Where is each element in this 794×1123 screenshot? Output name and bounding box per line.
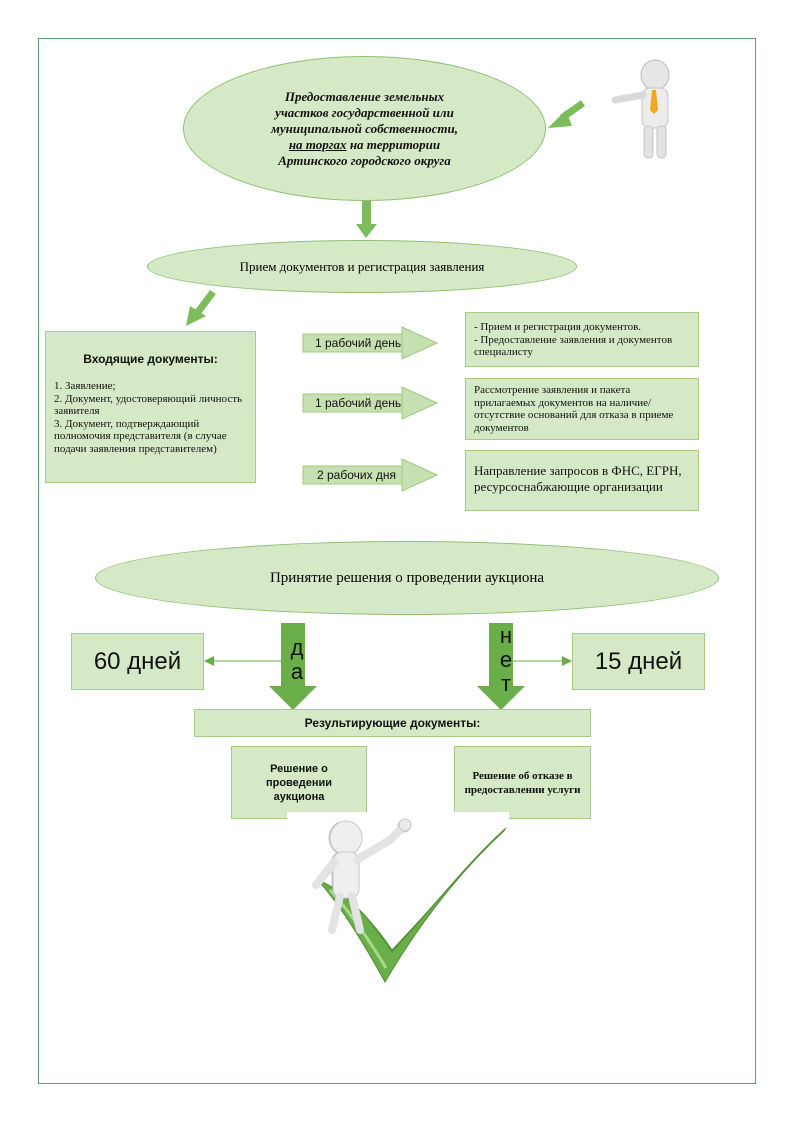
- timeline-desc-1: - Прием и регистрация документов. - Пред…: [465, 312, 699, 367]
- timeline-desc-3: Направление запросов в ФНС, ЕГРН, ресурс…: [465, 450, 699, 511]
- timeline-arrow-1: [302, 326, 439, 360]
- title-text: Предоставление земельных участков госуда…: [271, 89, 458, 169]
- yes-letter-2: а: [290, 659, 304, 684]
- timeline-arrow-3: [302, 458, 439, 492]
- timeline-label-3: 2 рабочих дня: [317, 468, 397, 482]
- no-letter-1: н: [499, 623, 513, 648]
- down-left-arrow: [186, 289, 216, 326]
- result-heading-text: Результирующие документы:: [304, 716, 481, 730]
- presenter-figure-icon: [611, 59, 670, 159]
- title-line-2: участков государственной или: [275, 104, 454, 120]
- yes-label: д а: [287, 636, 307, 684]
- incoming-item-1: 1. Заявление;: [54, 380, 116, 392]
- title-line-5: Артинского городского округа: [278, 152, 451, 168]
- incoming-item-3: 3. Документ, подтверждающий полномочия п…: [54, 417, 227, 455]
- days-no-text: 15 дней: [594, 647, 683, 675]
- no-side-arrow: [513, 656, 572, 666]
- decision-ellipse: Принятие решения о проведении аукциона: [95, 541, 719, 615]
- no-arrow: [477, 623, 525, 710]
- timeline-desc-1-line-1: - Прием и регистрация документов.: [474, 321, 642, 333]
- title-line-3: муниципальной собственности,: [271, 120, 458, 136]
- no-letter-3: т: [500, 671, 512, 696]
- timeline-desc-3-text: Направление запросов в ФНС, ЕГРН, ресурс…: [474, 463, 682, 494]
- no-letter-2: е: [499, 647, 513, 672]
- timeline-desc-2: Рассмотрение заявления и пакета прилагае…: [465, 378, 699, 440]
- result-heading-box: Результирующие документы:: [194, 709, 591, 737]
- result-yes-text: Решение о проведении аукциона: [265, 762, 333, 803]
- no-label: н е т: [496, 624, 516, 696]
- title-line-1: Предоставление земельных: [284, 88, 445, 104]
- result-yes-box: Решение о проведении аукциона: [231, 746, 367, 819]
- yes-letter-1: д: [290, 635, 304, 660]
- step1-ellipse: Прием документов и регистрация заявления: [147, 240, 577, 293]
- timeline-label-2: 1 рабочий день: [315, 396, 402, 410]
- incoming-docs-box: Входящие документы: 1. Заявление; 2. Док…: [45, 331, 256, 483]
- days-no-box: 15 дней: [572, 633, 705, 690]
- decision-text: Принятие решения о проведении аукциона: [269, 569, 545, 586]
- timeline-label-1: 1 рабочий день: [315, 336, 402, 350]
- title-underlined: на торгах: [288, 136, 347, 152]
- timeline-desc-2-text: Рассмотрение заявления и пакета прилагае…: [474, 384, 674, 434]
- timeline-desc-1-line-2: - Предоставление заявления и документов …: [474, 333, 673, 359]
- title-line-4-rest: на территории: [346, 136, 441, 152]
- page-frame: [38, 38, 756, 1084]
- incoming-item-2: 2. Документ, удостоверяющий личность зая…: [54, 392, 243, 418]
- result-no-box: Решение об отказе в предоставлении услуг…: [454, 746, 591, 819]
- checkmark-figure-icon: [312, 819, 506, 979]
- title-line-4: на торгах на территории: [271, 137, 458, 153]
- down-arrow-1: [356, 198, 377, 238]
- yes-side-arrow: [204, 656, 281, 666]
- days-yes-box: 60 дней: [71, 633, 204, 690]
- title-ellipse: Предоставление земельных участков госуда…: [183, 56, 546, 201]
- incoming-heading: Входящие документы:: [83, 352, 218, 366]
- pointer-arrow-icon: [548, 100, 586, 128]
- timeline-arrow-2: [302, 386, 439, 420]
- step1-text: Прием документов и регистрация заявления: [239, 258, 485, 274]
- result-no-text: Решение об отказе в предоставлении услуг…: [464, 769, 581, 796]
- yes-arrow: [269, 623, 317, 710]
- days-yes-text: 60 дней: [93, 647, 182, 675]
